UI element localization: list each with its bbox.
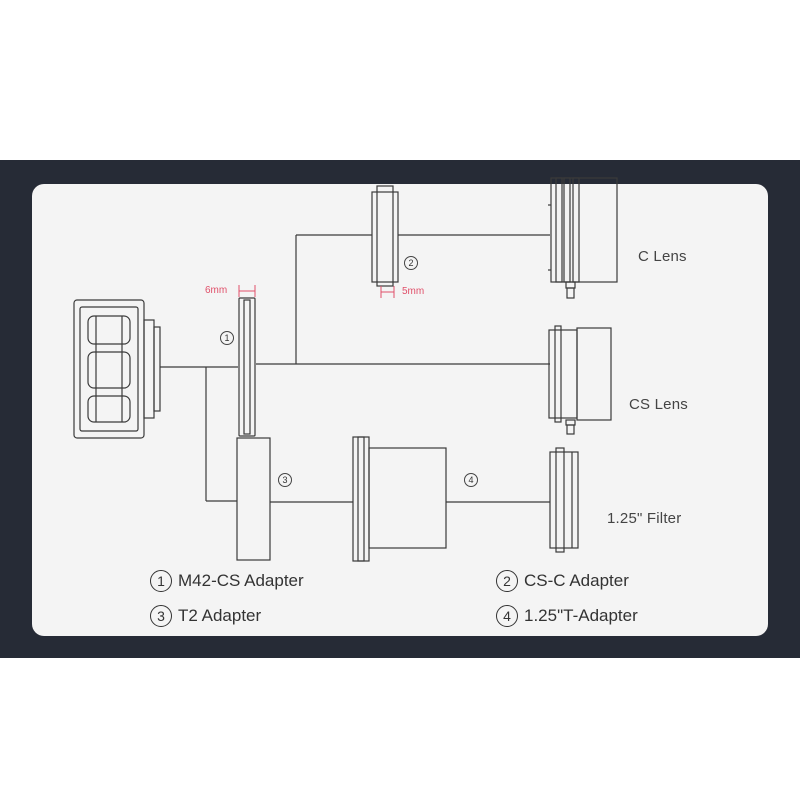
legend-item-4: 4 1.25"T-Adapter xyxy=(496,605,638,627)
camera-body xyxy=(73,299,161,439)
dim-label-adapter2: 5mm xyxy=(402,286,425,297)
filter-drawing xyxy=(549,447,579,553)
legend-label-3: T2 Adapter xyxy=(178,606,262,625)
diagram-card xyxy=(32,184,768,636)
legend-num-4: 4 xyxy=(496,605,518,627)
cs-lens-drawing xyxy=(548,325,612,435)
legend-num-3: 3 xyxy=(150,605,172,627)
legend-label-2: CS-C Adapter xyxy=(524,571,629,590)
legend-item-1: 1 M42-CS Adapter xyxy=(150,570,304,592)
callout-2: 2 xyxy=(404,256,418,270)
legend-label-4: 1.25"T-Adapter xyxy=(524,606,638,625)
t2-adapter xyxy=(236,437,271,561)
t-adapter-125 xyxy=(352,436,447,562)
callout-3: 3 xyxy=(278,473,292,487)
legend-item-3: 3 T2 Adapter xyxy=(150,605,261,627)
dim-marker-5mm xyxy=(380,286,395,298)
callout-1: 1 xyxy=(220,331,234,345)
legend-label-1: M42-CS Adapter xyxy=(178,571,304,590)
c-lens-label: C Lens xyxy=(638,248,687,265)
c-lens-drawing xyxy=(548,177,618,299)
cs-c-adapter xyxy=(371,185,399,287)
dim-marker-6mm xyxy=(238,285,256,297)
m42-cs-adapter xyxy=(238,297,256,437)
connection-lines xyxy=(160,234,550,503)
filter-label: 1.25" Filter xyxy=(607,510,682,527)
legend-num-1: 1 xyxy=(150,570,172,592)
legend-num-2: 2 xyxy=(496,570,518,592)
cs-lens-label: CS Lens xyxy=(629,396,688,413)
dim-label-adapter1: 6mm xyxy=(205,285,228,296)
callout-4: 4 xyxy=(464,473,478,487)
legend-item-2: 2 CS-C Adapter xyxy=(496,570,629,592)
